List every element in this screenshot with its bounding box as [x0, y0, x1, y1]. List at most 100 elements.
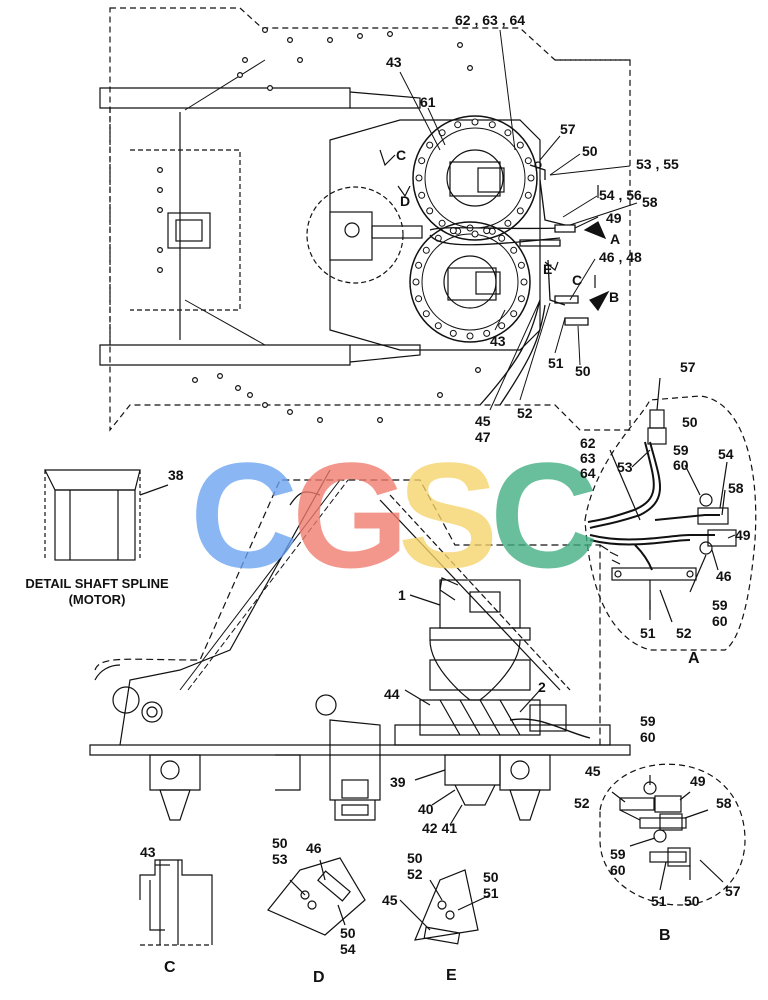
callout-61: 61	[420, 94, 436, 110]
detail-a-callout-63: 63	[580, 450, 596, 466]
motor-ring-bolts	[412, 118, 535, 340]
detail-d-callout-53: 53	[272, 851, 288, 867]
detail-e-callout-45: 45	[382, 892, 398, 908]
callout-47: 47	[475, 429, 491, 445]
detail-d-callout-50: 50	[272, 835, 288, 851]
detail-shaft-spline-subtitle: (MOTOR)	[68, 591, 126, 607]
detail-d-title: D	[313, 969, 325, 986]
watermark-letter-s: S	[398, 431, 499, 599]
detail-a-callout-50: 50	[682, 414, 698, 430]
detail-a-title: A	[688, 650, 700, 667]
section-mark-c2: C	[572, 272, 583, 288]
detail-a-callout-58: 58	[728, 480, 744, 496]
detail-b-callout-58: 58	[716, 795, 732, 811]
detail-shaft-spline-caption: DETAIL SHAFT SPLINE (MOTOR)	[12, 576, 182, 607]
motor-bolt	[415, 261, 423, 269]
detail-b-callout-51: 51	[651, 893, 667, 909]
main-side-view	[89, 469, 631, 826]
motor-bolt	[412, 278, 420, 286]
detail-a-callout-57: 57	[680, 359, 696, 375]
detail-e-callout-50b: 50	[483, 869, 499, 885]
detail-b-callout-60: 60	[640, 729, 656, 745]
view-arrow-b-label: B	[609, 289, 620, 305]
callout-54-56: 54 , 56	[599, 187, 642, 203]
watermark-letter-c1: C	[190, 431, 299, 599]
top-view-frame	[99, 7, 631, 432]
view-arrow-a-label: A	[610, 231, 621, 247]
callout-51-mid: 51	[548, 355, 564, 371]
motor-bolt	[449, 227, 457, 235]
motor-bolt	[524, 191, 532, 199]
detail-d-callout-50b: 50	[340, 925, 356, 941]
section-mark-d: D	[400, 193, 411, 209]
callout-38: 38	[168, 467, 184, 483]
callout-50-top: 50	[582, 143, 598, 159]
detail-e-callout-52: 52	[407, 866, 423, 882]
callout-43-mid: 43	[490, 333, 506, 349]
detail-c-drawing	[139, 859, 213, 946]
callout-53-55: 53 , 55	[636, 156, 679, 172]
motor-bolt	[449, 329, 457, 337]
detail-b-callout-45: 45	[585, 763, 601, 779]
watermark-letter-g: G	[292, 431, 409, 599]
detail-a-callout-46: 46	[716, 568, 732, 584]
swing-motor-upper	[412, 115, 538, 241]
detail-a-drawing	[584, 377, 757, 651]
callout-39: 39	[390, 774, 406, 790]
callout-43-top: 43	[386, 54, 402, 70]
swing-motor-lower	[409, 221, 531, 343]
callout-62-63-64-top: 62 , 63 , 64	[455, 12, 526, 28]
motor-bolt	[466, 332, 474, 340]
detail-a-callout-60b: 60	[712, 613, 728, 629]
detail-e-drawing	[399, 869, 491, 945]
motor-bolt	[426, 207, 434, 215]
detail-shaft-spline-drawing	[44, 469, 169, 561]
motor-bolt	[510, 246, 518, 254]
motor-bolt	[418, 191, 426, 199]
detail-a-callout-53: 53	[617, 459, 633, 475]
motor-bolt	[516, 207, 524, 215]
detail-e-callout-51: 51	[483, 885, 499, 901]
detail-c-title: C	[164, 959, 176, 976]
watermark-letter-c2: C	[490, 431, 599, 599]
top-leader-lines	[399, 29, 638, 411]
motor-bolt	[454, 121, 462, 129]
detail-a-callout-49: 49	[735, 527, 751, 543]
detail-a-callout-64: 64	[580, 465, 596, 481]
callout-57-top: 57	[560, 121, 576, 137]
detail-d-callout-54: 54	[340, 941, 356, 957]
motor-bolt	[471, 230, 479, 238]
detail-a-callout-62: 62	[580, 435, 596, 451]
detail-a-callout-60: 60	[673, 457, 689, 473]
section-mark-c: C	[396, 147, 407, 163]
detail-b-callout-49: 49	[690, 773, 706, 789]
detail-a-callout-59: 59	[673, 442, 689, 458]
motor-bolt	[471, 118, 479, 126]
center-pinion	[306, 186, 423, 284]
detail-b-callout-59b: 59	[610, 846, 626, 862]
detail-a-callout-59b: 59	[712, 597, 728, 613]
motor-bolt	[527, 174, 535, 182]
top-view-hoses	[429, 161, 589, 406]
motor-bolt	[434, 322, 442, 330]
callout-52-mid: 52	[517, 405, 533, 421]
motor-bolt	[520, 278, 528, 286]
detail-b-callout-50: 50	[684, 893, 700, 909]
motor-bolt	[488, 227, 496, 235]
callout-46-48: 46 , 48	[599, 249, 642, 265]
detail-d-callout-46: 46	[306, 840, 322, 856]
motor-bolt	[516, 141, 524, 149]
motor-bolt	[415, 295, 423, 303]
callout-1: 1	[398, 587, 406, 603]
motor-bolt	[418, 157, 426, 165]
motor-bolt	[517, 261, 525, 269]
callout-45: 45	[475, 413, 491, 429]
detail-b-drawing	[599, 763, 746, 906]
view-arrows	[583, 221, 610, 312]
motor-bolt	[488, 121, 496, 129]
detail-d-drawing	[267, 857, 366, 936]
detail-e-title: E	[446, 967, 457, 984]
motor-bolt	[438, 219, 446, 227]
